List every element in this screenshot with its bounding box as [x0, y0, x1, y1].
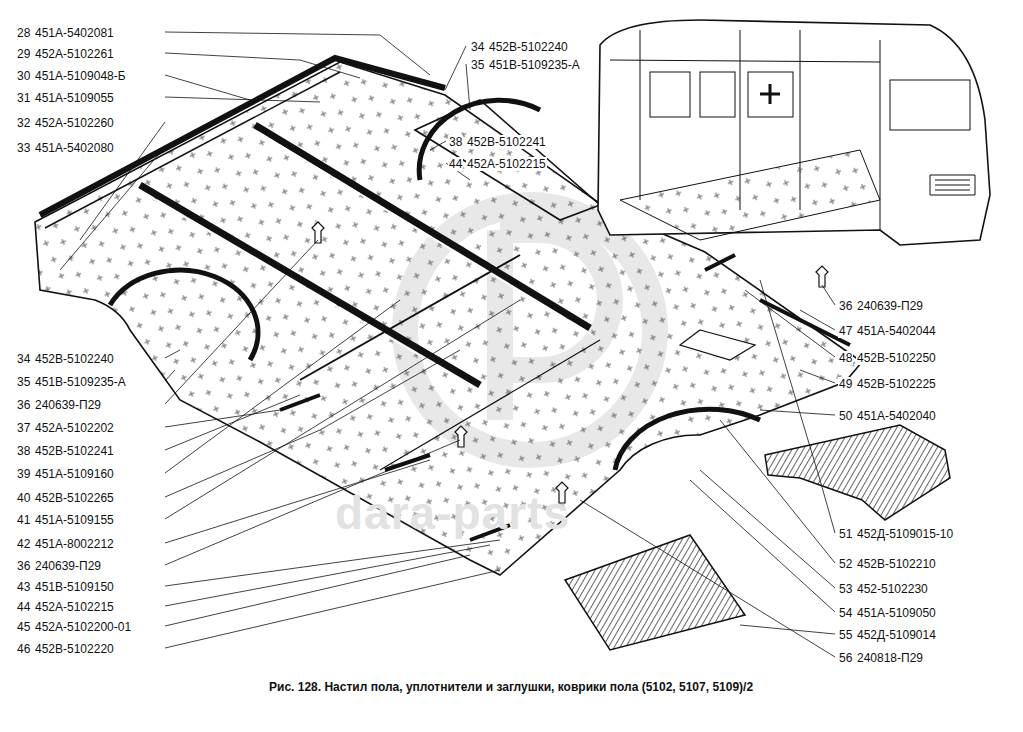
callout-number: 34 — [16, 352, 31, 366]
part-number: 452А-5102260 — [34, 116, 115, 130]
callout-number: 36 — [16, 398, 31, 412]
callout-number: 38 — [448, 135, 463, 149]
part-number: 451А-5109155 — [34, 513, 115, 527]
part-number: 240639-П29 — [856, 299, 924, 313]
part-number: 451А-5109048-Б — [34, 69, 127, 83]
part-number: 452Д-5109015-10 — [856, 527, 954, 541]
part-number: 452В-5102240 — [488, 40, 569, 54]
part-number: 451А-5402081 — [34, 26, 115, 40]
part-number: 452А-5102261 — [34, 47, 115, 61]
callout-number: 31 — [16, 91, 31, 105]
part-number: 452А-5102215 — [466, 157, 547, 171]
part-number: 452В-5102220 — [34, 642, 115, 656]
callout-number: 34 — [470, 40, 485, 54]
callout-number: 35 — [470, 58, 485, 72]
part-number: 452А-5102215 — [34, 600, 115, 614]
part-number: 451В-5109235-А — [488, 58, 581, 72]
callout-number: 50 — [838, 409, 853, 423]
callout-number: 47 — [838, 324, 853, 338]
callout-number: 48 — [838, 351, 853, 365]
callout-number: 40 — [16, 491, 31, 505]
callout-number: 44 — [16, 600, 31, 614]
callout-number: 36 — [838, 299, 853, 313]
callout-number: 32 — [16, 116, 31, 130]
callout-number: 36 — [16, 559, 31, 573]
part-number: 452В-5102225 — [856, 377, 937, 391]
part-number: 240639-П29 — [34, 559, 102, 573]
part-number: 452А-5102202 — [34, 421, 115, 435]
callout-number: 38 — [16, 444, 31, 458]
part-number: 452А-5102200-01 — [34, 620, 132, 634]
part-number: 452В-5102241 — [466, 135, 547, 149]
callout-number: 41 — [16, 513, 31, 527]
callout-number: 54 — [838, 606, 853, 620]
part-number: 240639-П29 — [34, 398, 102, 412]
callout-number: 55 — [838, 628, 853, 642]
part-number: 452В-5102250 — [856, 351, 937, 365]
part-number: 451В-5109235-А — [34, 375, 127, 389]
callout-number: 39 — [16, 467, 31, 481]
callout-number: 44 — [448, 157, 463, 171]
callout-number: 46 — [16, 642, 31, 656]
part-number: 240818-П29 — [856, 651, 924, 665]
part-number: 451В-5109150 — [34, 580, 115, 594]
part-number: 451А-5109055 — [34, 91, 115, 105]
callout-number: 28 — [16, 26, 31, 40]
part-number: 451А-5402080 — [34, 141, 115, 155]
part-number: 451А-8002212 — [34, 537, 115, 551]
callout-number: 52 — [838, 557, 853, 571]
callout-number: 49 — [838, 377, 853, 391]
part-number: 452Д-5109014 — [856, 628, 937, 642]
callout-number: 45 — [16, 620, 31, 634]
callout-number: 35 — [16, 375, 31, 389]
callout-number: 42 — [16, 537, 31, 551]
part-number: 451А-5402040 — [856, 409, 937, 423]
callout-number: 33 — [16, 141, 31, 155]
callout-number: 56 — [838, 651, 853, 665]
callout-number: 37 — [16, 421, 31, 435]
figure-caption: Рис. 128. Настил пола, уплотнители и заг… — [269, 680, 753, 694]
part-number: 452В-5102265 — [34, 491, 115, 505]
callout-number: 53 — [838, 582, 853, 596]
callout-number: 30 — [16, 69, 31, 83]
part-number: 452В-5102241 — [34, 444, 115, 458]
part-number: 452В-5102240 — [34, 352, 115, 366]
part-number: 452-5102230 — [856, 582, 929, 596]
part-number: 451А-5109050 — [856, 606, 937, 620]
callout-number: 43 — [16, 580, 31, 594]
part-number: 451А-5109160 — [34, 467, 115, 481]
watermark: dara-parts — [335, 488, 570, 538]
part-number: 452В-5102210 — [856, 557, 937, 571]
callout-number: 51 — [838, 527, 853, 541]
callout-number: 29 — [16, 47, 31, 61]
part-number: 451А-5402044 — [856, 324, 937, 338]
